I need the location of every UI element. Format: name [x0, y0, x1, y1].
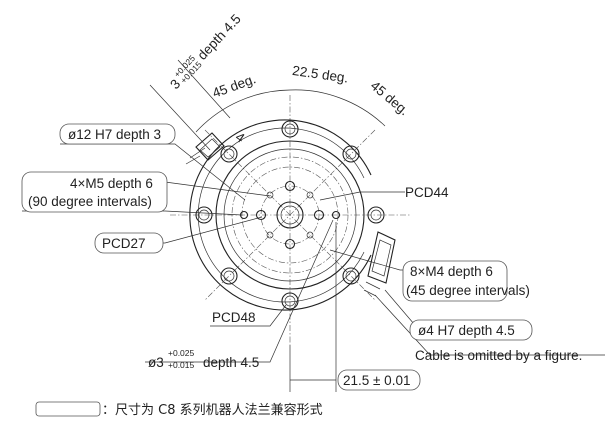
cable-note: Cable is omitted by a figure.: [415, 348, 582, 363]
m4-hole-icon: [342, 267, 360, 285]
text-labels: 3 +0.025 +0.015 depth 4.5 45 deg. 22.5 d…: [28, 11, 582, 418]
label-boxes: [21, 123, 533, 417]
phi12-label: ø12 H7 depth 3: [68, 127, 161, 142]
m4-holes: [195, 120, 385, 310]
m5-label-line1: 4×M5 depth 6: [70, 176, 153, 191]
center-lines: [170, 95, 410, 345]
m4-hole-icon: [195, 206, 213, 224]
legend-box: [35, 401, 101, 417]
phi3-suffix: depth 4.5: [203, 355, 259, 370]
phi3-prefix: ø3: [148, 355, 164, 370]
dim-3-suffix: depth 4.5: [195, 11, 244, 62]
m4-hole-icon: [281, 292, 299, 310]
pcd48-label: PCD48: [212, 310, 256, 325]
angle-45-right: 45 deg.: [368, 78, 412, 118]
m4-label-line1: 8×M4 depth 6: [410, 264, 493, 279]
m4-hole-icon: [220, 145, 238, 163]
m4-hole-icon: [367, 206, 385, 224]
dimension-lines: [149, 59, 386, 392]
m4-hole-icon: [220, 267, 238, 285]
center-bore-icon: [276, 201, 304, 229]
m4-hole-icon: [281, 120, 299, 138]
flange-body: [189, 119, 372, 311]
left-connector-icon: [185, 132, 225, 165]
m4-label-line2: (45 degree intervals): [406, 283, 530, 298]
m5-label-line2: (90 degree intervals): [28, 194, 152, 209]
pcd44-label: PCD44: [405, 185, 449, 200]
phi4-label: ø4 H7 depth 4.5: [418, 323, 515, 338]
right-connector-icon: [363, 231, 396, 297]
angle-22-5: 22.5 deg.: [291, 63, 349, 86]
dim-21-5-label: 21.5 ± 0.01: [343, 373, 410, 388]
m4-hole-icon: [342, 145, 360, 163]
phi3-pin-hole-icon: [331, 210, 341, 220]
phi3-tol-plus: +0.025: [168, 348, 195, 358]
legend-text: ：尺寸为 C8 系列机器人法兰兼容形式: [102, 402, 323, 418]
pcd27-label: PCD27: [102, 236, 146, 251]
phi3-tol-minus: +0.015: [168, 360, 195, 370]
m5-holes: [239, 180, 341, 250]
